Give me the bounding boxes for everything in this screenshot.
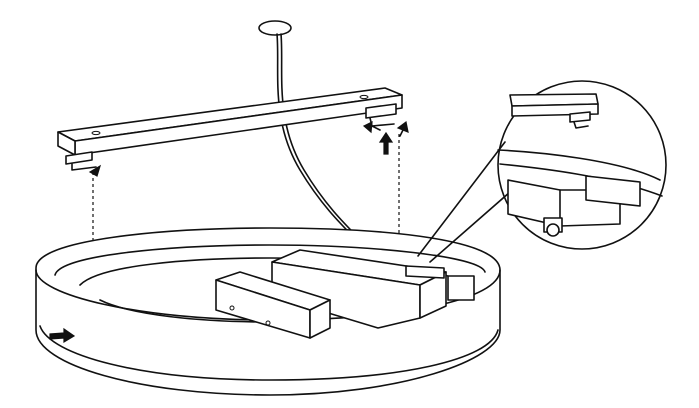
clip-latch-icon (65, 151, 97, 171)
mounting-bracket-icon (57, 87, 403, 171)
magnifier-detail-icon (417, 80, 667, 263)
ceiling-canopy-icon (258, 20, 292, 36)
driver-box-icon (215, 249, 475, 339)
latch-arrows-icon (88, 120, 409, 177)
rotate-direction-arrow-icon (49, 327, 76, 344)
